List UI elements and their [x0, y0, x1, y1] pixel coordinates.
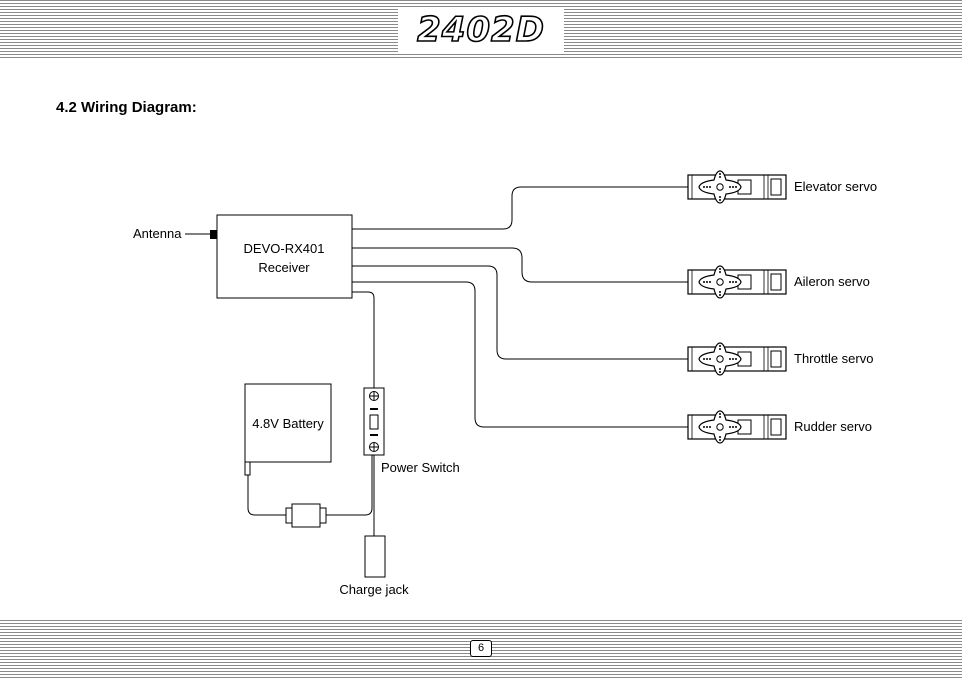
power-switch-label: Power Switch	[381, 460, 460, 475]
elevator-servo-label: Elevator servo	[794, 179, 877, 194]
charge-jack-label: Charge jack	[339, 582, 409, 597]
wire-elevator	[352, 187, 688, 229]
wire-rudder	[352, 282, 688, 427]
aileron-servo-label: Aileron servo	[794, 274, 870, 289]
throttle-servo-icon	[688, 343, 786, 375]
rudder-servo-icon	[688, 411, 786, 443]
charge-jack	[365, 536, 385, 577]
wire-battery-lead	[248, 475, 286, 515]
battery-connector	[286, 504, 326, 527]
antenna-label: Antenna	[133, 226, 182, 241]
rudder-servo-label: Rudder servo	[794, 419, 872, 434]
wire-receiver-power	[352, 292, 374, 388]
aileron-servo-icon	[688, 266, 786, 298]
receiver-box	[217, 215, 352, 298]
wire-throttle	[352, 266, 688, 359]
throttle-servo-label: Throttle servo	[794, 351, 873, 366]
receiver-type-label: Receiver	[258, 260, 310, 275]
battery-label: 4.8V Battery	[252, 416, 324, 431]
wire-aileron	[352, 248, 688, 282]
elevator-servo-icon	[688, 171, 786, 203]
battery-terminal	[245, 462, 250, 475]
page-number: 6	[470, 640, 492, 657]
power-switch	[364, 388, 384, 455]
receiver-model-label: DEVO-RX401	[244, 241, 325, 256]
wire-switch-battery	[326, 455, 372, 515]
